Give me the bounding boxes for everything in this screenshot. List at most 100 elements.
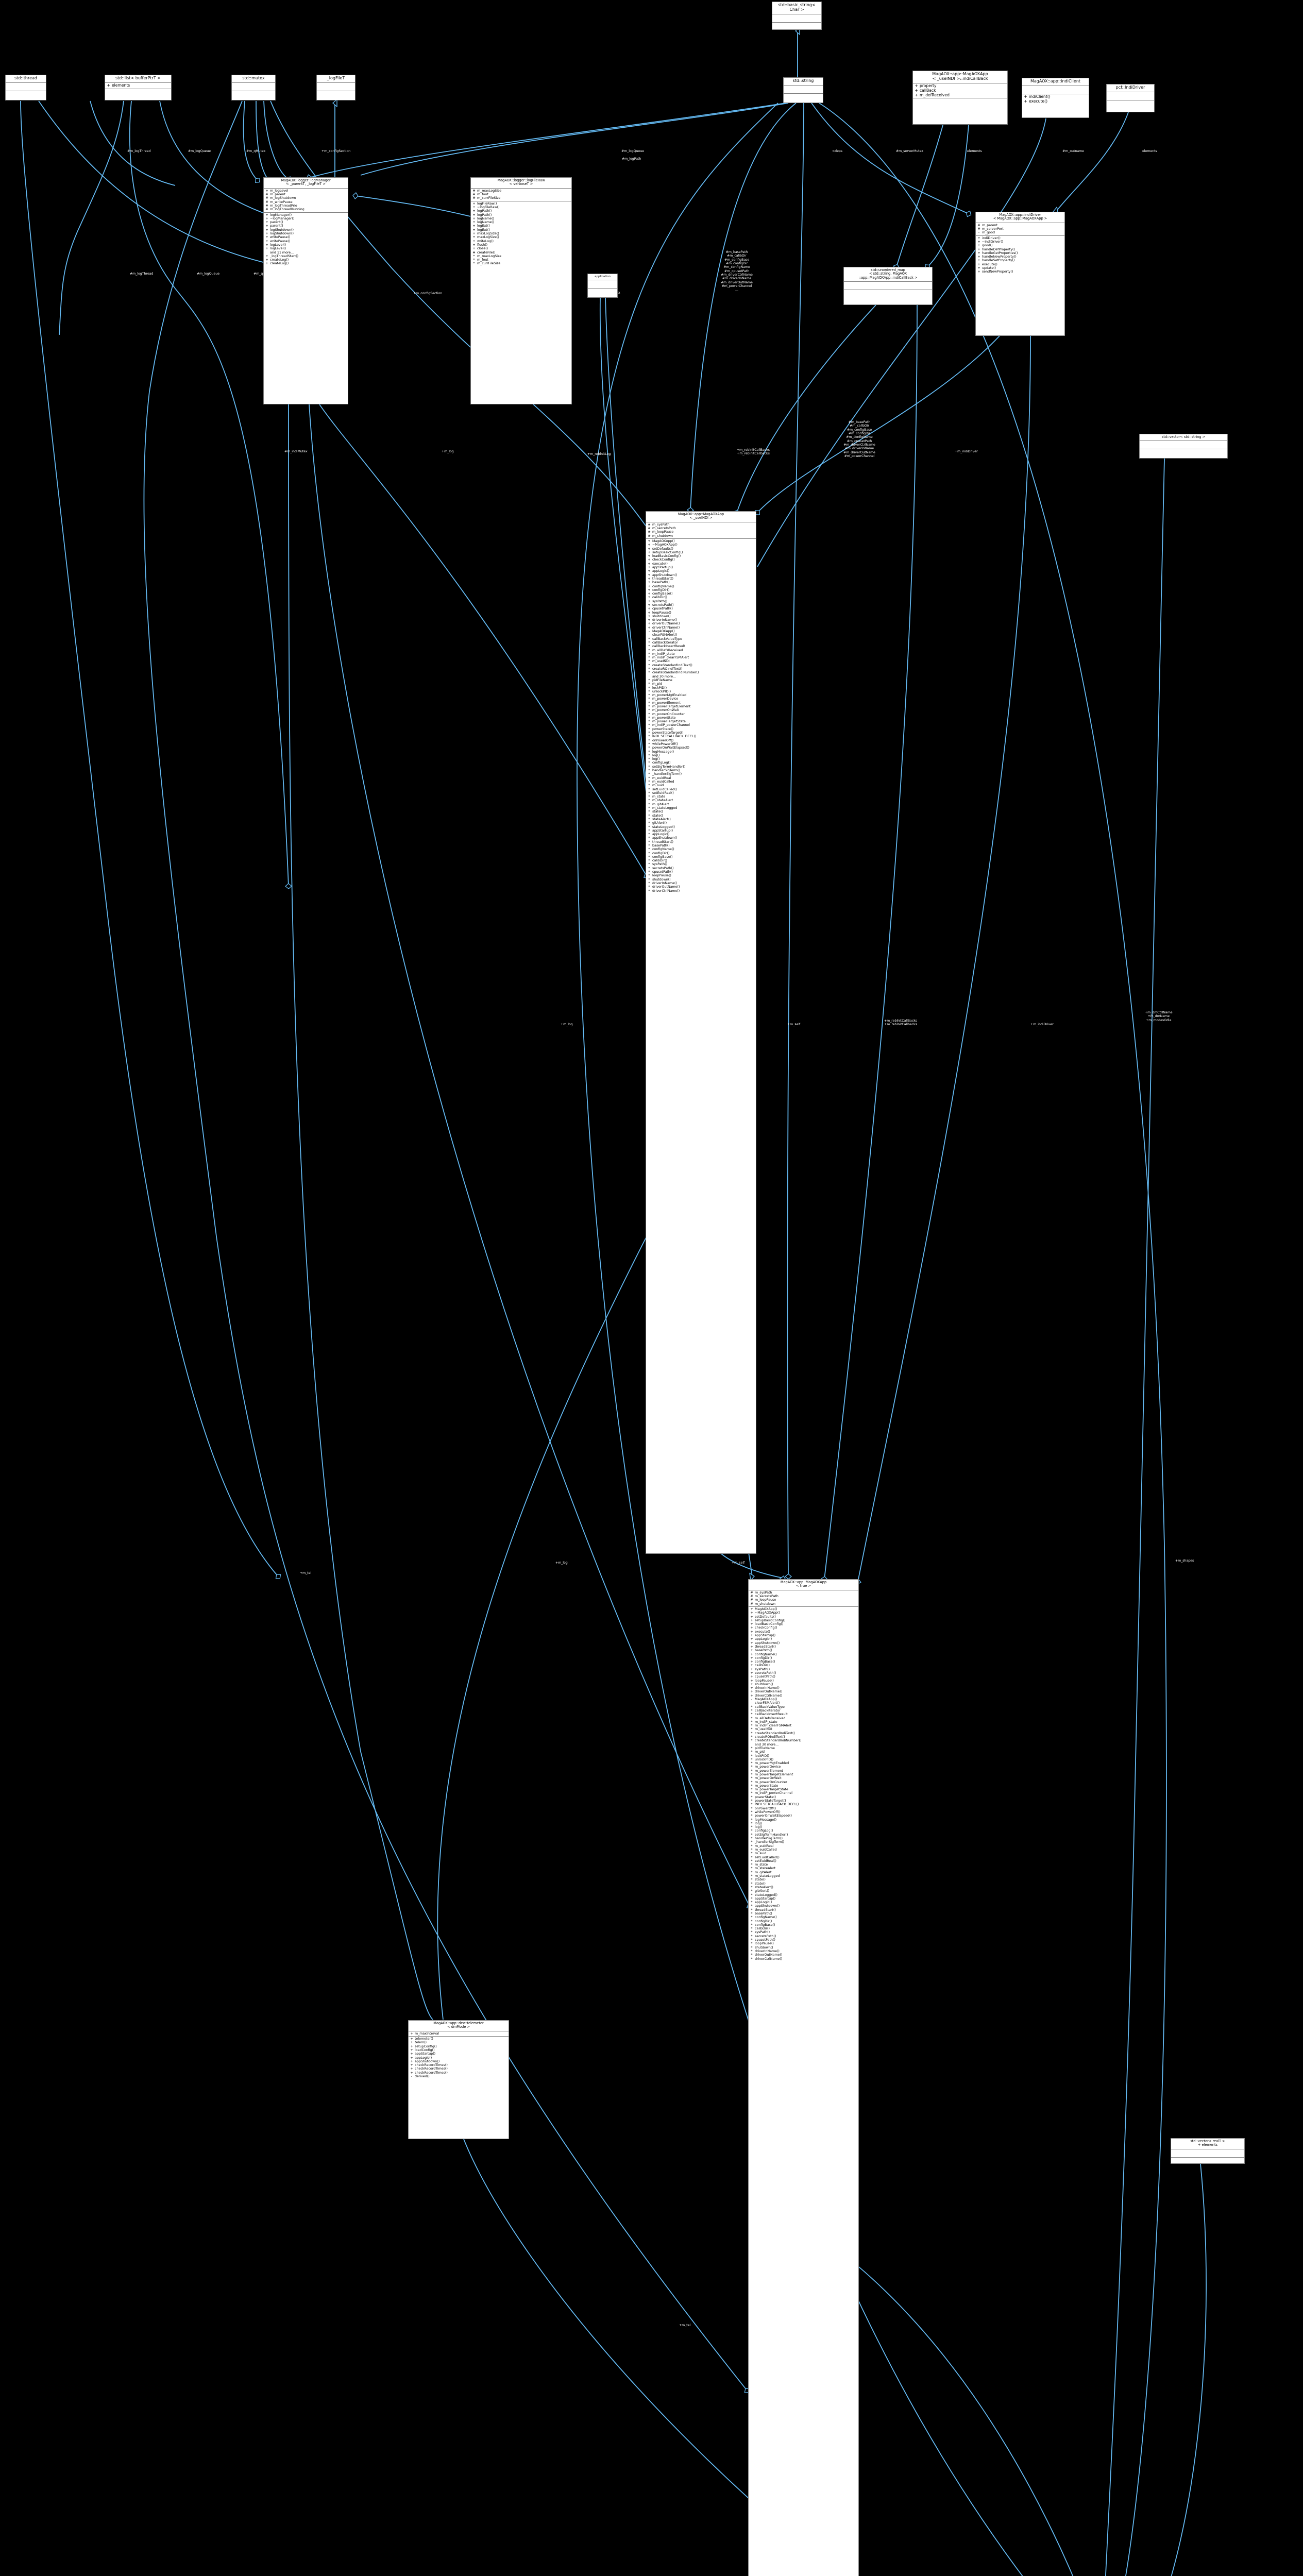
class-operation-row: *m_currFileSize (471, 262, 571, 265)
class-attribute-row: #m_fout (471, 193, 571, 196)
class-attribute-row: #m_writePause (264, 200, 348, 204)
member-name: m_useINDI (652, 659, 670, 664)
class-node-indiclient[interactable]: MagAOX::app::indiClient+indiClient()+exe… (1022, 78, 1089, 118)
class-operation-row: and 11 more... (264, 251, 348, 255)
visibility-marker: + (648, 592, 651, 596)
class-operation-row: *setEuidReal() (749, 1859, 858, 1863)
member-name: m_maxInterval (415, 2031, 439, 2036)
class-node-std_basic_string[interactable]: std::basic_string< Char > (772, 2, 822, 30)
member-name: setupConfig() (415, 2044, 437, 2048)
member-name: lockPID() (652, 686, 667, 690)
class-operation-row: +checkRecordTimes() (409, 2063, 509, 2067)
member-name: configBase() (755, 1660, 775, 1664)
member-name: m_indiP_state (755, 1720, 777, 1724)
visibility-marker: * (751, 1945, 753, 1950)
member-name: m_pid (652, 682, 663, 686)
class-operation-row: *m_powerOnWait (749, 1776, 858, 1780)
member-name: m_logThreadRunning (270, 208, 304, 212)
class-operation-row: *m_gitAlert (646, 803, 756, 806)
class-node-title: MagAOX::app::MagAOXApp < true > (749, 1580, 858, 1590)
member-name: parent() (270, 224, 283, 228)
class-node-magaoxapp_true[interactable]: MagAOX::app::MagAOXApp < true >#m_sysPat… (748, 1579, 859, 2576)
visibility-marker: + (977, 259, 980, 263)
class-operation-row: +logManager() (264, 213, 348, 217)
class-node-vector_string[interactable]: std::vector< std::string > (1139, 434, 1228, 459)
class-node-pcf_indidriver[interactable]: pcf::IndiDriver (1106, 84, 1155, 112)
class-node-logmanager_generic[interactable]: MagAOX::logger::logManager < _parentT, _… (263, 177, 348, 404)
visibility-marker: * (751, 1773, 753, 1776)
class-attributes-section: #m_sysPath#m_secretsPath#m_loopPause#m_s… (646, 522, 756, 539)
class-node-application[interactable]: application (587, 274, 618, 298)
class-node-unordered_map[interactable]: std::unordered_map < std::string, MagAOX… (843, 267, 933, 305)
class-operation-row: -clearFSMAlert() (646, 633, 756, 637)
class-node-magaoxapp_useindi[interactable]: MagAOX::app::MagAOXApp < _useINDI >#m_sy… (646, 511, 756, 1554)
member-name: m_suid (755, 1852, 767, 1856)
visibility-marker: * (648, 870, 650, 874)
class-node-std_thread[interactable]: std::thread (5, 75, 46, 100)
member-name: onPowerOff() (755, 1806, 776, 1810)
visibility-marker: * (648, 881, 650, 885)
class-node-std_string[interactable]: std::string (783, 77, 823, 103)
member-name: writeLog() (477, 239, 494, 243)
class-node-indicallback[interactable]: MagAOX::app::MagAOXApp < _useINDI >::ind… (912, 71, 1008, 125)
class-node-logfileraw[interactable]: MagAOX::logger::logFileRaw < verboseT >#… (470, 177, 572, 404)
member-name: callBackIterator (755, 1708, 781, 1713)
class-operation-row: +appShutdown() (646, 573, 756, 577)
class-operation-row: *m_gitAlert (749, 1871, 858, 1874)
visibility-marker: + (472, 205, 476, 209)
visibility-marker: * (648, 799, 650, 803)
visibility-marker: * (648, 779, 650, 784)
class-operation-row: *callBackValueType (749, 1705, 858, 1709)
class-operation-row: +loadBasicConfig() (646, 554, 756, 558)
visibility-marker: * (648, 727, 650, 731)
class-node-std_mutex[interactable]: std::mutex (231, 75, 276, 100)
class-node-logfilet[interactable]: _logFileT (316, 75, 356, 100)
member-name: setSigTermHandler() (755, 1833, 788, 1837)
visibility-marker: * (751, 1799, 753, 1803)
member-name: state() (755, 1882, 766, 1886)
class-attribute-row: #m_sysPath (646, 523, 756, 527)
visibility-marker: + (648, 603, 651, 607)
class-operation-row: +configBase() (749, 1660, 858, 1664)
class-node-std_list_bufferptrt[interactable]: std::list< bufferPtrT >+elements (105, 75, 172, 100)
member-name: powerOnWaitElapsed() (755, 1814, 792, 1818)
visibility-marker: + (750, 1622, 753, 1626)
member-name: configName() (755, 1652, 777, 1656)
member-name: cpusetPath() (652, 607, 673, 611)
class-operation-row: +logLevel() (264, 247, 348, 250)
class-operation-row: +appLogic() (749, 1637, 858, 1641)
member-name: createLog() (270, 258, 289, 262)
class-operation-row: +appStartup() (409, 2052, 509, 2056)
class-operation-row: *secretsPath() (749, 1935, 858, 1938)
visibility-marker: + (265, 258, 268, 262)
member-name: handleNewProperty() (982, 255, 1017, 259)
visibility-marker: + (977, 236, 980, 240)
class-operation-row: +handleDefProperty() (976, 248, 1064, 251)
class-operation-row: *setSigTermHandler() (749, 1833, 858, 1837)
member-name: threadStart() (652, 840, 673, 844)
class-operation-row: *loopPause() (749, 1942, 858, 1945)
visibility-marker: * (648, 738, 650, 742)
visibility-marker: + (472, 221, 476, 225)
class-node-indidriver[interactable]: MagAOX::app::indiDriver < MagAOX::app::M… (975, 212, 1065, 336)
member-name: appStartup() (652, 828, 673, 833)
visibility-marker: * (648, 735, 650, 739)
visibility-marker: * (648, 889, 650, 893)
class-node-vector_real[interactable]: std::vector< realT > + elements (1171, 2138, 1245, 2164)
class-node-title: std::vector< std::string > (1140, 434, 1227, 442)
class-operation-row: *m_allDefsReceived (749, 1717, 858, 1720)
visibility-marker: + (1024, 98, 1027, 104)
member-name: logManager() (270, 213, 292, 217)
class-operations-section: +indiClient()+execute() (1022, 94, 1089, 105)
visibility-marker: # (750, 1590, 753, 1595)
visibility-marker: + (410, 2052, 413, 2056)
class-operation-row: *configName() (646, 848, 756, 851)
visibility-marker: * (751, 1949, 753, 1953)
member-name: m_maxLogSize (477, 254, 502, 258)
class-operation-row: *powerState() (646, 727, 756, 731)
visibility-marker: - (648, 630, 650, 634)
visibility-marker: * (751, 1750, 753, 1754)
visibility-marker: + (648, 596, 651, 600)
visibility-marker: + (648, 554, 651, 558)
class-node-telemeter[interactable]: MagAOX::app::dev::telemeter < dmMode >+m… (408, 2020, 509, 2139)
